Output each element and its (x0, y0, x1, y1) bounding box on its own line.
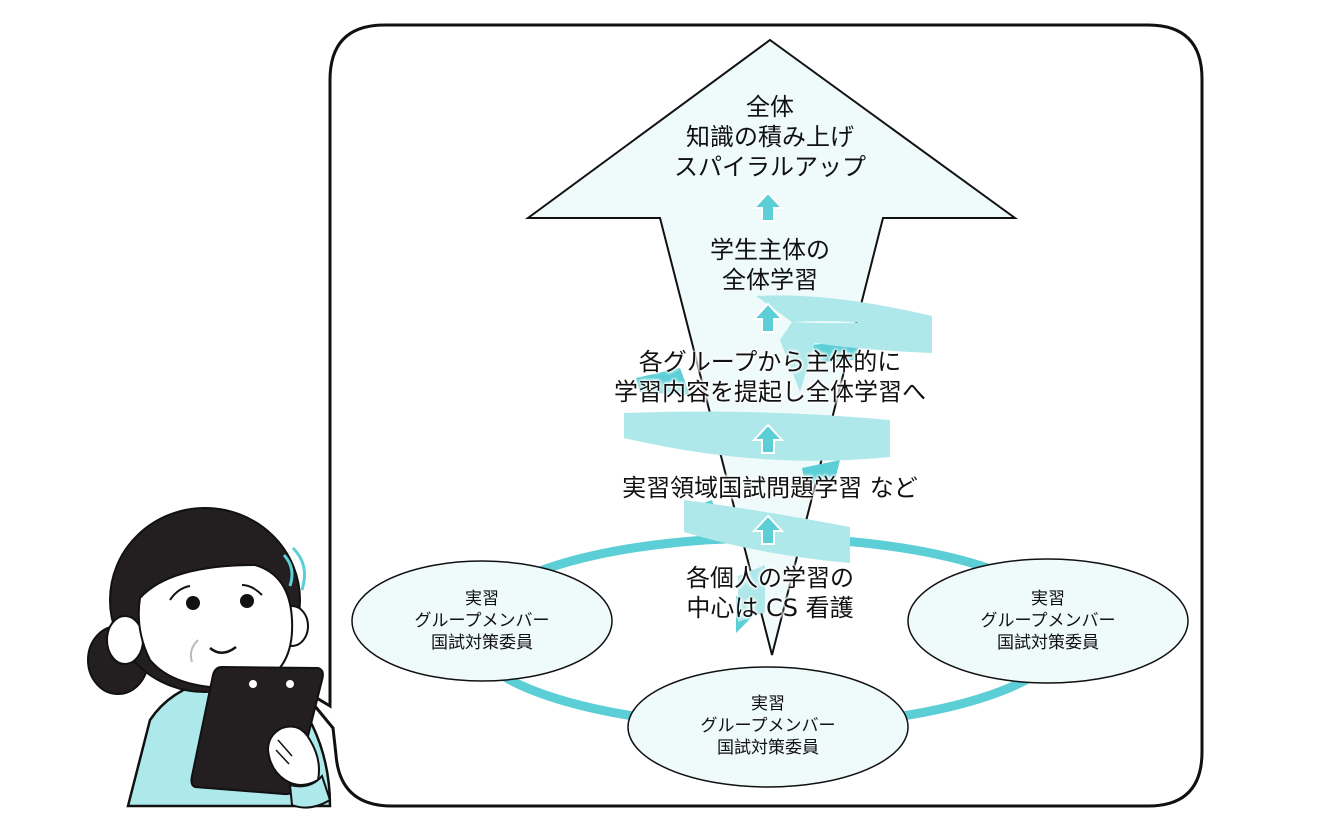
label-line: グループメンバー (980, 611, 1116, 631)
label-line: グループメンバー (414, 611, 550, 631)
label-line: 全体学習 (722, 266, 818, 294)
ribbon-4 (756, 295, 932, 332)
up-arrow-icon (751, 191, 785, 222)
up-arrow-icon (751, 423, 785, 454)
up-arrow-icon (751, 514, 785, 545)
group-ellipse-bottom (627, 666, 909, 788)
label-line: 実習 (751, 694, 785, 714)
label-line: 実習領域国試問題学習 など (622, 474, 918, 502)
woman-with-tablet-icon (87, 507, 332, 809)
label-line: 各個人の学習の (686, 564, 854, 592)
label-line: 各グループから主体的に (638, 348, 902, 376)
label-practice-exam: 実習領域国試問題学習 など (520, 473, 1020, 503)
label-line: 国試対策委員 (997, 633, 1099, 653)
label-line: 国試対策委員 (431, 633, 533, 653)
group-label-right: 実習 グループメンバー 国試対策委員 (948, 588, 1148, 654)
ribbon-3 (780, 316, 932, 392)
label-line: スパイラルアップ (674, 153, 866, 181)
label-line: 学習内容を提起し全体学習へ (614, 378, 926, 406)
label-top: 全体 知識の積み上げ スパイラルアップ (570, 92, 970, 182)
label-individual: 各個人の学習の 中心は CS 看護 (620, 563, 920, 623)
label-line: グループメンバー (700, 716, 836, 736)
label-line: 知識の積み上げ (686, 123, 854, 151)
label-line: 全体 (746, 93, 794, 121)
label-group-proposal: 各グループから主体的に 学習内容を提起し全体学習へ (520, 347, 1020, 407)
label-line: 中心は CS 看護 (686, 594, 854, 622)
label-line: 実習 (465, 589, 499, 609)
big-arrow (524, 38, 1019, 656)
label-line: 国試対策委員 (717, 738, 819, 758)
group-label-left: 実習 グループメンバー 国試対策委員 (382, 588, 582, 654)
group-label-bottom: 実習 グループメンバー 国試対策委員 (668, 693, 868, 759)
group-ellipse-right (907, 558, 1189, 684)
label-line: 実習 (1031, 589, 1065, 609)
label-student-led: 学生主体の 全体学習 (570, 235, 970, 295)
label-line: 学生主体の (710, 236, 830, 264)
group-ellipse-left (351, 560, 613, 682)
up-arrow-icon (751, 302, 785, 333)
